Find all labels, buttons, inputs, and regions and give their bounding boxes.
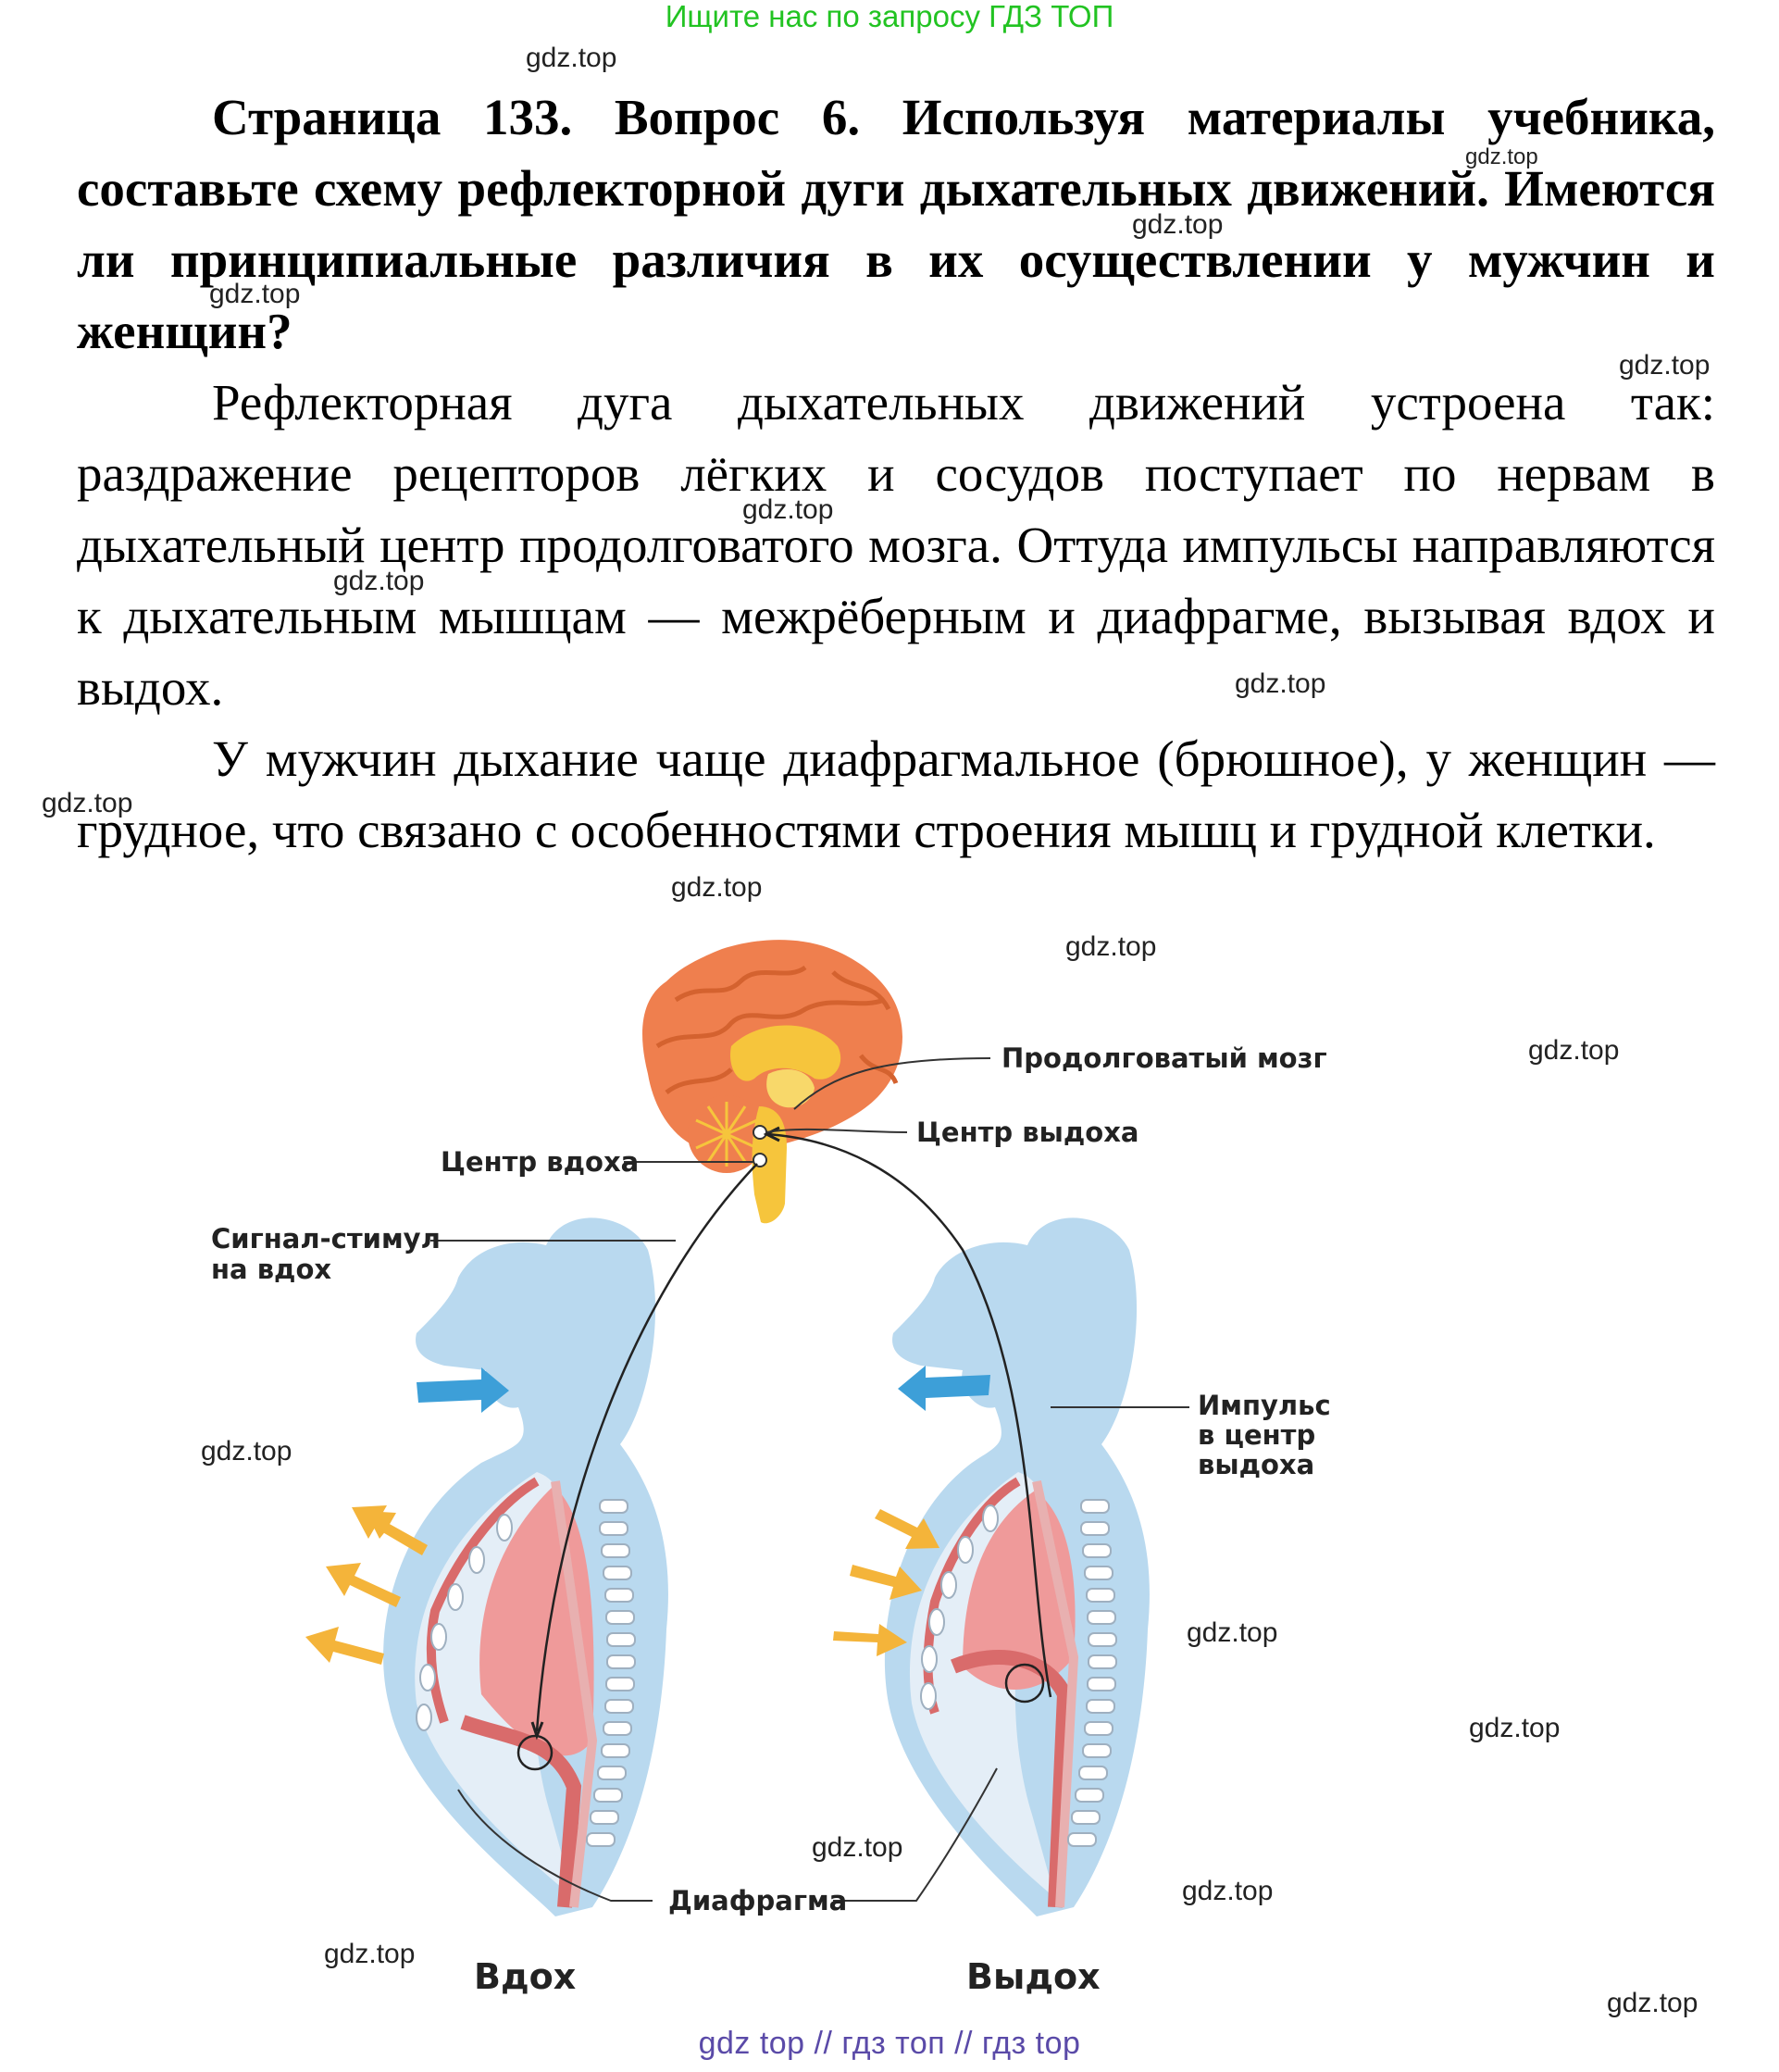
brain-illustration [642, 940, 902, 1224]
answer-document: Страница 133. Вопрос 6. Используя матери… [77, 81, 1715, 866]
watermark: gdz.top [1528, 1035, 1620, 1066]
label-impulse-line1: Импульс [1198, 1390, 1331, 1421]
exhale-chest-arrows [833, 1509, 939, 1656]
label-leader-lines [430, 1057, 1189, 1902]
reflex-arc-figure: Продолговатый мозг Центр выдоха Центр вд… [211, 940, 1331, 1997]
exhale-body [884, 1217, 1150, 1916]
question-heading: Страница 133. Вопрос 6. Используя матери… [77, 89, 1715, 359]
label-signal-line2: на вдох [211, 1254, 331, 1285]
watermark: gdz.top [333, 566, 425, 596]
reflex-pathways [516, 1126, 1052, 1771]
inhale-body [383, 1217, 668, 1916]
search-banner[interactable]: Ищите нас по запросу ГДЗ ТОП [665, 0, 1114, 33]
label-exhale-center: Центр выдоха [916, 1117, 1138, 1148]
label-inhale-center: Центр вдоха [441, 1146, 639, 1178]
label-impulse-line2: в центр [1198, 1419, 1315, 1451]
answer-paragraph-1: Рефлекторная дуга дыхательных движений у… [77, 374, 1715, 716]
label-signal-line1: Сигнал-стимул [211, 1223, 441, 1254]
watermark: gdz.top [1607, 1988, 1698, 2018]
watermark: gdz.top [1619, 350, 1711, 381]
watermark: gdz.top [1187, 1617, 1278, 1648]
watermark: gdz.top [1469, 1713, 1561, 1743]
answer-paragraph-2: У мужчин дыхание чаще диафрагмальное (бр… [77, 730, 1715, 858]
watermark: gdz.top [209, 279, 301, 309]
watermark: gdz.top [1132, 209, 1224, 240]
watermark: gdz.top [1235, 668, 1326, 699]
label-diaphragm: Диафрагма [668, 1885, 847, 1916]
watermark: gdz.top [1182, 1876, 1274, 1906]
label-impulse-line3: выдоха [1198, 1449, 1314, 1480]
watermark: gdz.top [526, 43, 617, 73]
watermark: gdz.top [201, 1436, 292, 1467]
inhale-air-arrow [417, 1367, 509, 1413]
watermark: gdz.top [812, 1832, 903, 1863]
footer-links[interactable]: gdz top // гдз топ // гдз top [698, 2026, 1081, 2061]
watermark: gdz.top [1065, 931, 1157, 962]
watermark: gdz.top [1465, 144, 1538, 169]
caption-exhale: Выдох [966, 1956, 1101, 1997]
watermark: gdz.top [671, 872, 763, 903]
exhale-air-arrow [898, 1366, 990, 1411]
label-medulla: Продолговатый мозг [1001, 1042, 1327, 1074]
watermark: gdz.top [742, 494, 834, 525]
watermark: gdz.top [324, 1939, 416, 1969]
caption-inhale: Вдох [474, 1956, 576, 1997]
inhale-chest-arrows [305, 1505, 428, 1665]
watermark: gdz.top [42, 788, 133, 818]
